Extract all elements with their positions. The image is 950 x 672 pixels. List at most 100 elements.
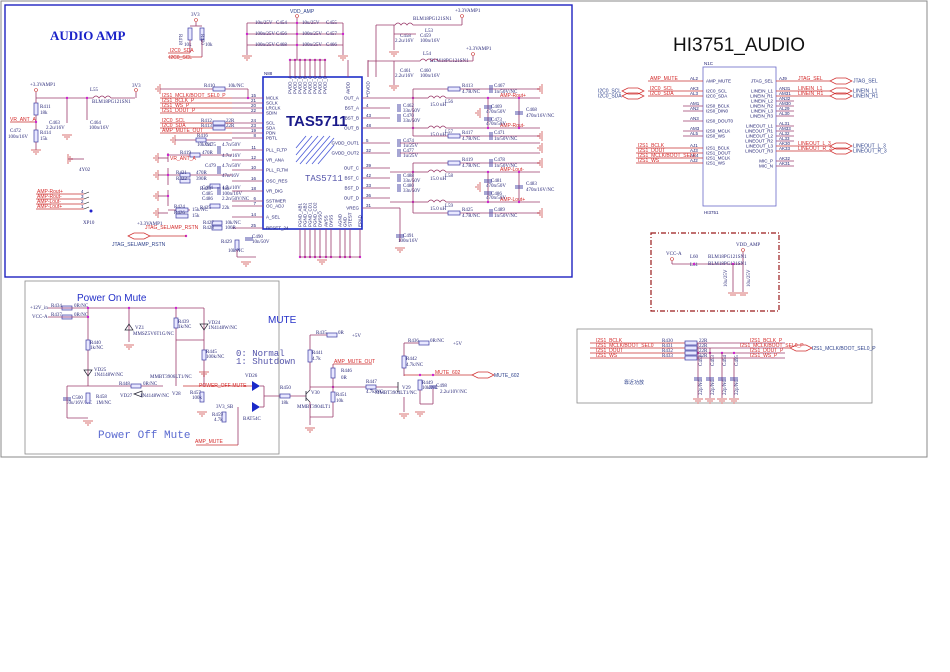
resistor (401, 355, 407, 369)
junction (166, 194, 170, 198)
label: MUTE_602 (494, 373, 520, 379)
label: MMBT3906LT1/NC (150, 375, 192, 380)
label: I2S1_MCLK/BOOT_SEL0_P (162, 93, 226, 99)
tas5711-input-nets: I2S1_MCLK/BOOT_SEL0_PI2S1_BCLK_PI2S1_WS_… (153, 84, 270, 267)
label: C467 (494, 84, 505, 89)
vr-ant-bias: +3.3VAMP1 L55 BLM18PG121SN1 3V3 R411 18k… (8, 83, 141, 155)
svg-text:C464: C464 (90, 121, 101, 126)
net-port[interactable] (789, 344, 813, 352)
label: C498 (436, 384, 447, 389)
label: OUT_D (344, 196, 360, 201)
label: 15.0 uH (430, 207, 447, 212)
label: R442 (406, 357, 417, 362)
junction (517, 200, 521, 204)
label: I2S1_BCLK (638, 143, 665, 149)
label: I2S0_DOUT0 (706, 119, 734, 124)
svg-text:JTAG_SEL/AMP_RSTN: JTAG_SEL/AMP_RSTN (145, 225, 199, 231)
label: R421 (176, 171, 187, 176)
svg-text:C456: C456 (276, 32, 287, 37)
inductor (427, 95, 447, 99)
resistor (221, 411, 227, 423)
label: C477 (403, 149, 414, 154)
net-port[interactable] (829, 87, 853, 95)
label: C474 (403, 139, 414, 144)
label: C486 (491, 192, 502, 197)
resistor (195, 137, 207, 143)
net-port[interactable] (829, 147, 853, 155)
label: 1N4148W/NC (208, 326, 238, 331)
jtag-sel-amp-rstn-port[interactable]: JTAG_SEL/AMP_RSTN +3.3VAMP1 JTAG_SEL/AMP… (112, 222, 199, 248)
label: 0R/NC (74, 304, 89, 309)
label: R437 (51, 313, 62, 318)
label: AMP_MUTE_OUT (334, 359, 375, 365)
ground-symbol (153, 191, 159, 201)
capacitor (718, 377, 726, 381)
svg-text:100n/16V: 100n/16V (420, 74, 440, 79)
net-port[interactable] (829, 92, 853, 100)
svg-text:100n/25V: 100n/25V (302, 43, 322, 48)
label: LINEOUT_L2 (746, 134, 774, 139)
label: AL2 (690, 76, 699, 81)
svg-text:VCC-A: VCC-A (666, 252, 682, 257)
label: R410 (204, 84, 215, 89)
label: BST_D (344, 186, 359, 191)
label: PVDD_A (288, 76, 293, 94)
label: 1u/25V (403, 154, 418, 159)
svg-text:18k: 18k (40, 111, 48, 116)
label: +12V_in (30, 306, 48, 311)
ground-symbol (83, 420, 93, 426)
svg-text:L61: L61 (690, 263, 699, 268)
net-port[interactable] (621, 92, 645, 100)
net-port[interactable] (829, 142, 853, 150)
resistor (326, 332, 338, 338)
label: R450 (280, 386, 291, 391)
label: PVDD_C (313, 75, 318, 94)
label: PGND_AB1 (298, 202, 303, 227)
label: R441 (312, 351, 323, 356)
resistor (307, 349, 313, 363)
label: 470n/50V (486, 184, 506, 189)
net-port[interactable] (829, 77, 853, 85)
capacitor (245, 237, 253, 241)
resistor (279, 393, 291, 399)
label: AMP_MUTE (650, 76, 678, 82)
label: OUT_C (344, 166, 360, 171)
label: 15.0 uH (430, 177, 447, 182)
label: AM33 (779, 126, 791, 131)
power-off-mute-title: Power Off Mute (98, 430, 190, 442)
svg-text:+3.3VAMP1: +3.3VAMP1 (30, 83, 56, 88)
label: 39 (366, 163, 372, 168)
net-port[interactable] (621, 87, 645, 95)
label: 33 (366, 183, 372, 188)
label: R413 (462, 84, 473, 89)
label: AMP-Lout+ (37, 204, 62, 210)
svg-text:C459: C459 (420, 34, 431, 39)
resistor (209, 183, 221, 189)
label: 16 (251, 176, 257, 181)
hi3751-ports: I2C0_SCLI2C0_SDAJTAG_SELLINEIN_L1LINEIN_… (598, 77, 887, 155)
svg-text:C458: C458 (400, 34, 411, 39)
tas5711-chip[interactable]: N88 TAS5711 TAS5711 (262, 71, 363, 230)
junction (732, 351, 736, 355)
speaker-connector[interactable]: 4Y02 XP10 (67, 154, 95, 226)
label: AVDD (346, 81, 351, 94)
label: 1n/50V/NC (494, 90, 518, 95)
net-port[interactable] (471, 371, 495, 379)
label: OUT_B (344, 126, 359, 131)
label: 1N4148W/NC (140, 394, 170, 399)
svg-text:HI3751: HI3751 (704, 210, 719, 215)
ground-symbol (415, 411, 425, 417)
label: AJ2 (690, 158, 698, 163)
hi3751-chip[interactable]: N1C HI3751 (702, 61, 777, 215)
